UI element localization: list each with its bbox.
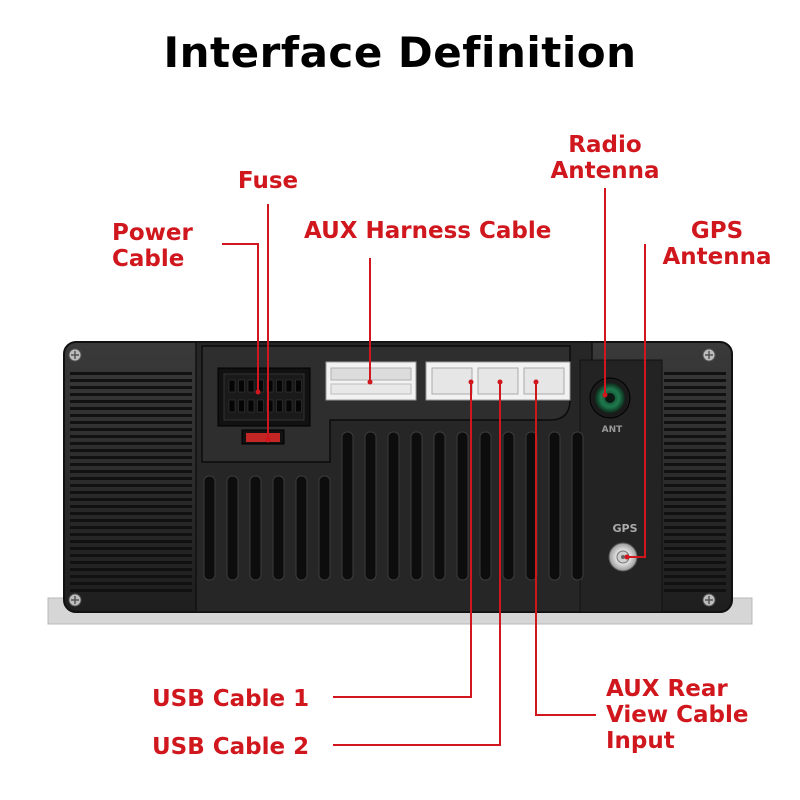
label-power-cable-line1: Power bbox=[112, 220, 193, 246]
screw-icon bbox=[702, 348, 716, 362]
ant-marking: ANT bbox=[602, 425, 623, 435]
gps-marking: GPS bbox=[612, 522, 637, 535]
label-gps-antenna: GPS Antenna bbox=[652, 218, 782, 270]
label-gps-antenna-line2: Antenna bbox=[662, 244, 772, 270]
label-gps-antenna-line1: GPS bbox=[690, 218, 744, 244]
label-aux-rear-line2: View Cable bbox=[606, 702, 749, 728]
label-radio-antenna-line1: Radio bbox=[568, 132, 642, 158]
power-cable-leader bbox=[222, 243, 259, 392]
label-aux-rear-line1: AUX Rear bbox=[606, 676, 728, 702]
page-title: Interface Definition bbox=[163, 28, 637, 77]
aux-rear-leader bbox=[535, 382, 596, 716]
screw-icon bbox=[68, 348, 82, 362]
screw-icon bbox=[702, 593, 716, 607]
fuse bbox=[241, 429, 285, 445]
screw-icon bbox=[68, 593, 82, 607]
leader-dots bbox=[255, 379, 630, 560]
label-power-cable: Power Cable bbox=[112, 220, 193, 272]
leader-lines bbox=[222, 188, 646, 746]
label-aux-harness: AUX Harness Cable bbox=[304, 218, 551, 244]
label-usb-cable-2: USB Cable 2 bbox=[152, 734, 309, 760]
label-aux-harness-text: AUX Harness Cable bbox=[304, 218, 552, 244]
usb2-leader bbox=[333, 382, 501, 746]
label-usb-cable-2-text: USB Cable 2 bbox=[152, 734, 310, 760]
label-aux-rear-view: AUX Rear View Cable Input bbox=[606, 676, 748, 754]
label-fuse-text: Fuse bbox=[237, 168, 299, 194]
label-aux-rear-line3: Input bbox=[606, 728, 675, 754]
label-usb-cable-1: USB Cable 1 bbox=[152, 686, 309, 712]
label-fuse: Fuse bbox=[228, 168, 308, 194]
label-power-cable-line2: Cable bbox=[112, 246, 185, 272]
power-connector bbox=[217, 367, 311, 427]
label-radio-antenna: Radio Antenna bbox=[540, 132, 670, 184]
radio-antenna-socket bbox=[589, 377, 631, 419]
left-heat-fins bbox=[70, 372, 192, 592]
vent-slots bbox=[203, 431, 584, 581]
right-heat-fins bbox=[664, 372, 726, 592]
label-usb-cable-1-text: USB Cable 1 bbox=[152, 686, 310, 712]
usb1-leader bbox=[333, 382, 472, 698]
label-radio-antenna-line2: Antenna bbox=[550, 158, 660, 184]
gps-antenna-leader bbox=[627, 244, 646, 558]
